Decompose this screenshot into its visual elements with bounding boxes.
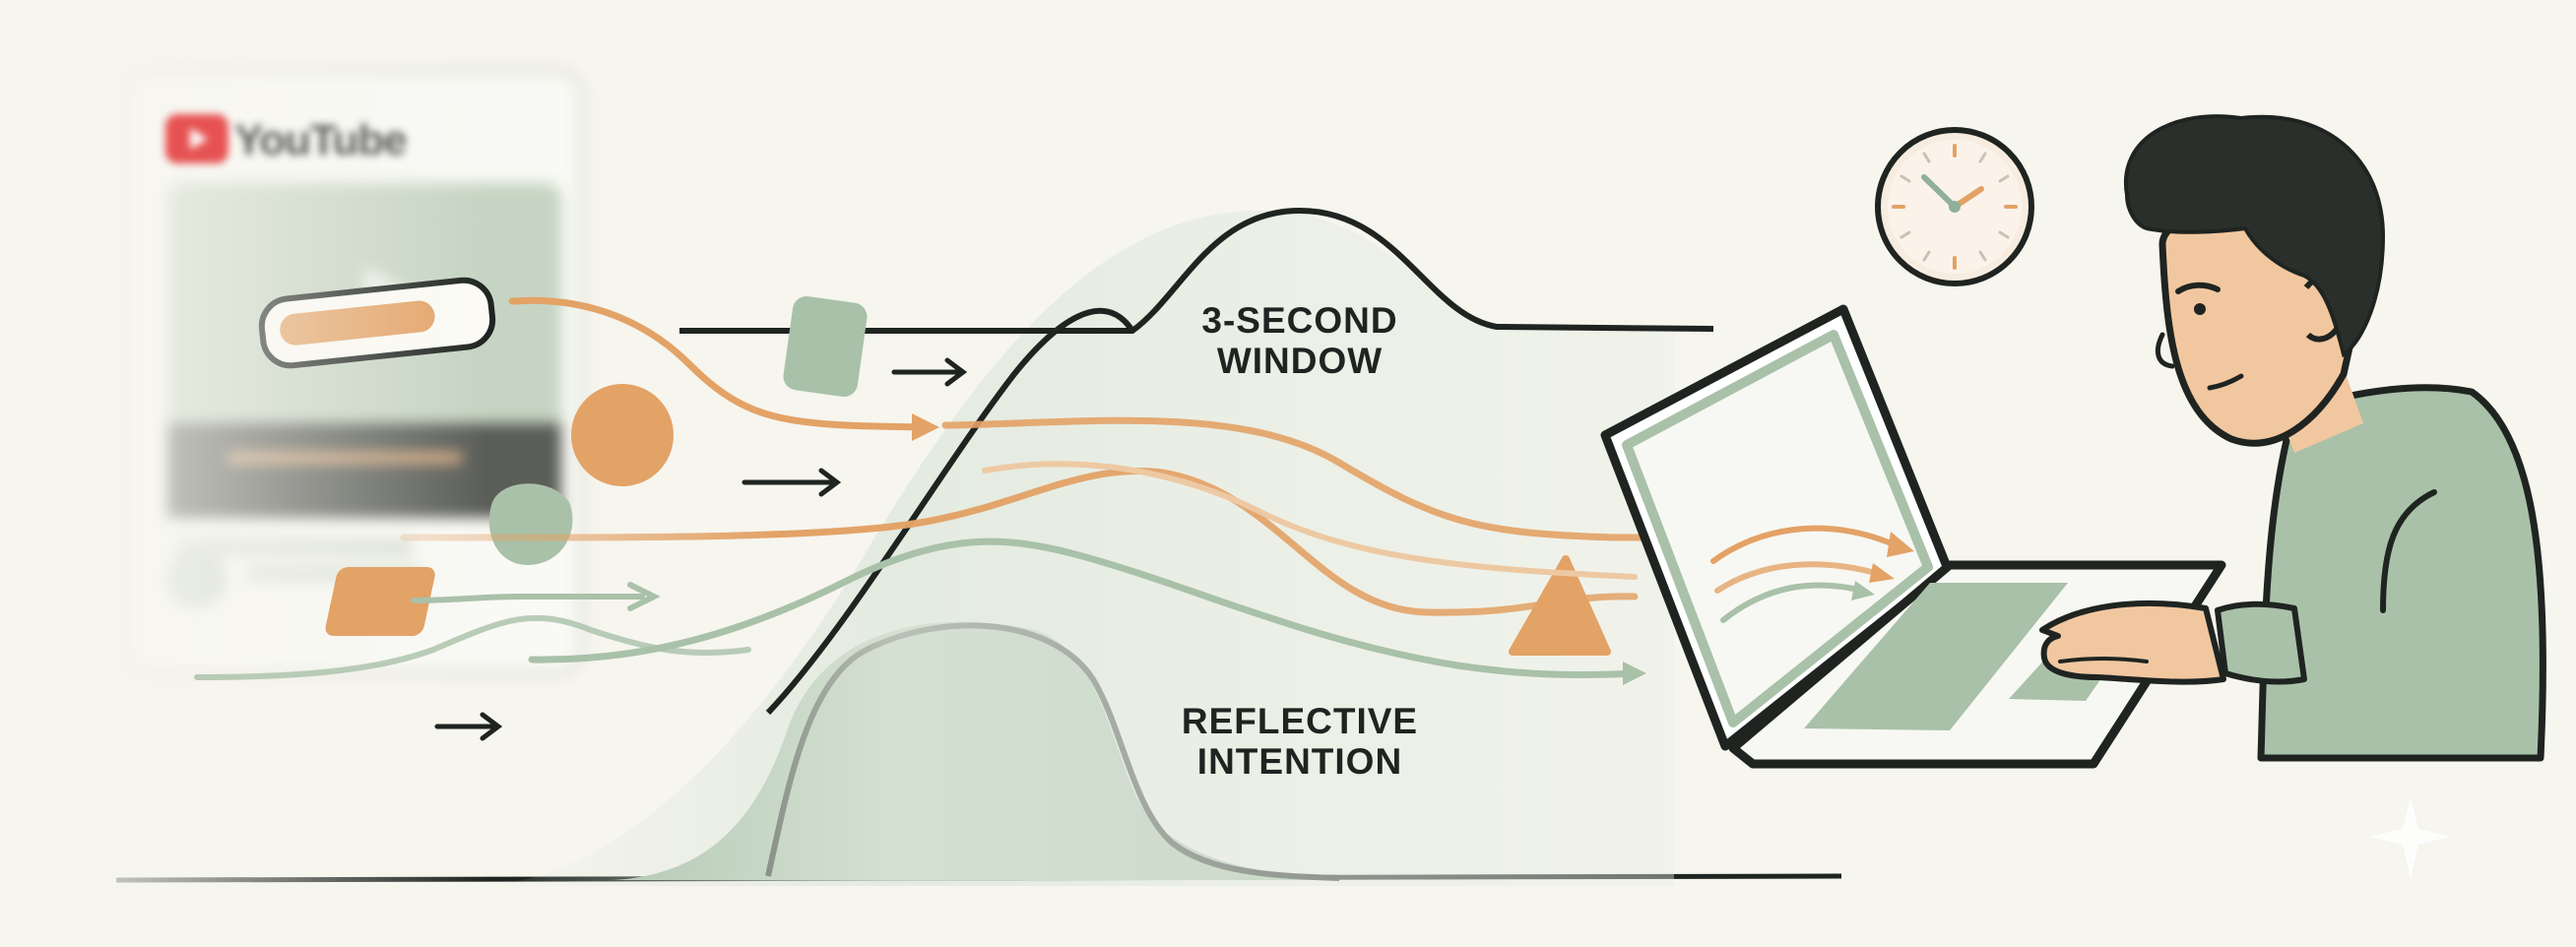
label-reflective-intention: REFLECTIVE INTENTION [1103, 701, 1497, 783]
arrow-right-icon [741, 468, 842, 497]
label-window-line-1: 3-SECOND [1201, 300, 1398, 341]
flow-line-sage-1 [411, 594, 645, 603]
label-window-line-2: WINDOW [1216, 341, 1384, 382]
label-intention-line-2: INTENTION [1196, 741, 1403, 783]
arrow-right-icon [891, 357, 968, 387]
person-figure [2039, 114, 2546, 762]
sage-card-shape [783, 295, 868, 398]
youtube-wordmark: YouTube [234, 116, 408, 164]
label-3-second-window: 3-SECOND WINDOW [1132, 300, 1467, 382]
clock-icon [1875, 127, 2034, 286]
flow-line-orange-2 [941, 416, 1658, 541]
orange-circle-shape [571, 384, 674, 486]
sparkle-icon [2369, 795, 2452, 878]
sage-blob-shape [488, 483, 573, 565]
arrow-right-icon [434, 712, 503, 741]
flow-line-orange-4 [982, 461, 1638, 580]
laptop-icon [1600, 304, 2226, 769]
orange-diamond-shape [325, 567, 435, 636]
youtube-logo-icon [165, 114, 228, 163]
flow-line-orange-1 [508, 296, 930, 431]
flow-line-sage-3 [528, 537, 1639, 679]
label-intention-line-1: REFLECTIVE [1181, 701, 1419, 741]
